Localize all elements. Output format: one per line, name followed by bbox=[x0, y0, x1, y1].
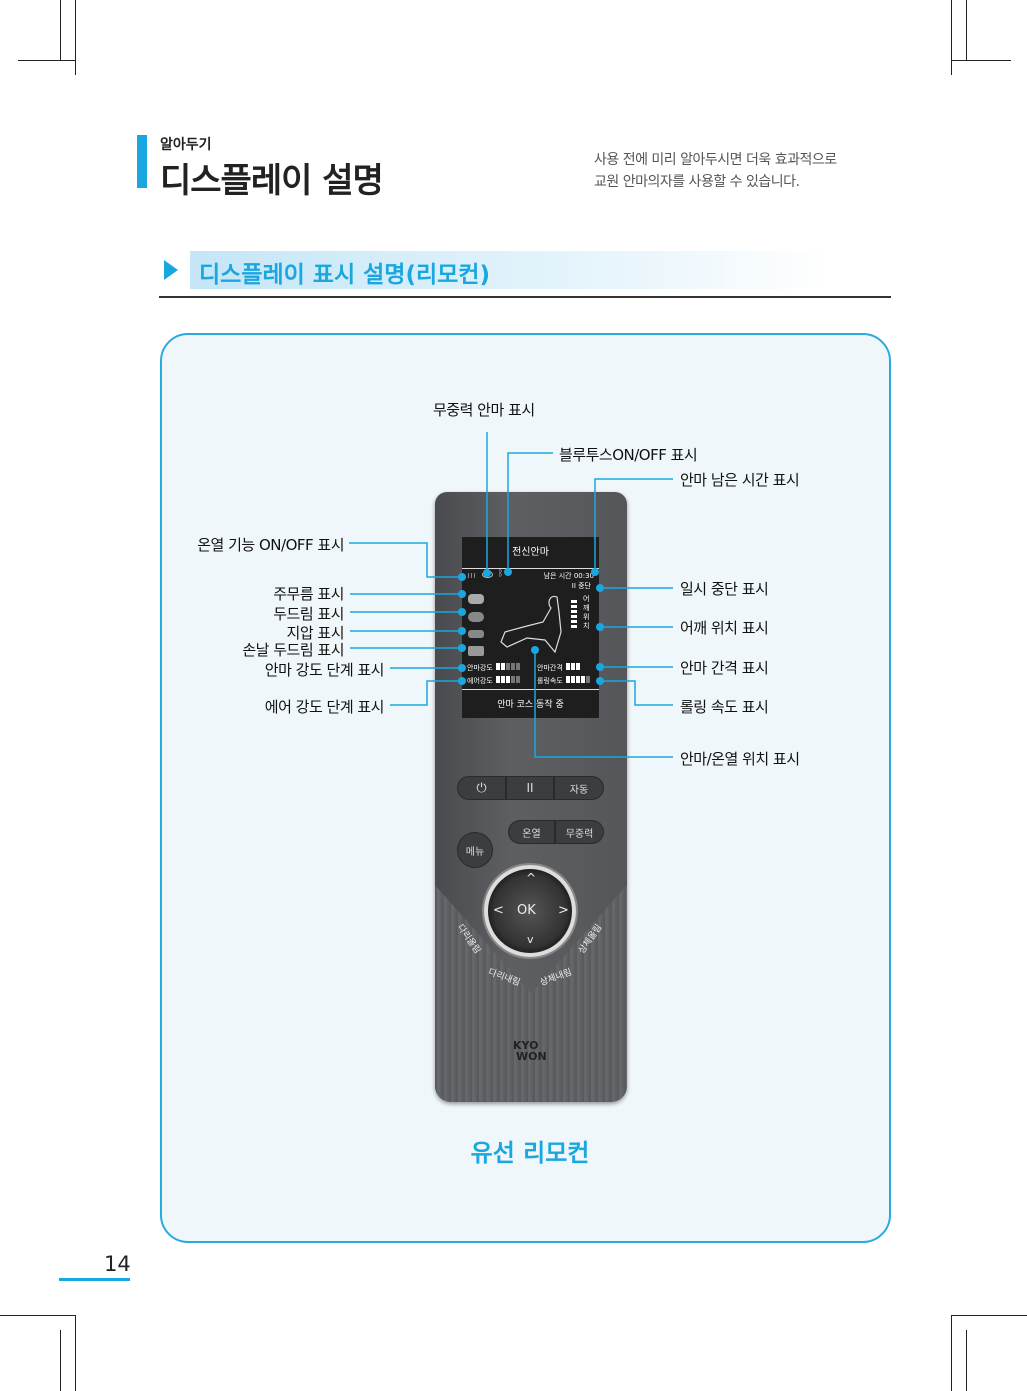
level-bar bbox=[516, 676, 520, 683]
page-number-underline bbox=[59, 1278, 130, 1281]
callout-heat: 온열 기능 ON/OFF 표시 bbox=[197, 536, 344, 554]
level-bar bbox=[581, 676, 585, 683]
title-accent-bar bbox=[137, 135, 147, 188]
wired-remote: 전신안마 ≀≀≀ ᛒ 남은 시간 00:30 II 중단 어깨위치 안마강도 에… bbox=[435, 492, 627, 1102]
level-bar bbox=[576, 676, 580, 683]
callout-bluetooth: 블루투스ON/OFF 표시 bbox=[559, 446, 698, 464]
callout-kneading: 주무름 표시 bbox=[273, 585, 344, 603]
level-bar bbox=[566, 663, 570, 670]
auto-button[interactable]: 자동 bbox=[554, 776, 604, 800]
shoulder-position-scale bbox=[571, 600, 577, 630]
interval-label: 안마간격 bbox=[537, 664, 563, 672]
kneading-icon bbox=[468, 594, 484, 604]
section-title: 디스플레이 표시 설명(리모컨) bbox=[199, 262, 490, 288]
air-intensity: 에어강도 bbox=[467, 676, 520, 686]
chair-figure-icon bbox=[500, 595, 562, 654]
callout-pause: 일시 중단 표시 bbox=[680, 580, 769, 598]
level-bar bbox=[511, 676, 515, 683]
heat-button[interactable]: 온열 bbox=[508, 820, 555, 844]
status-text: 안마 코스 동작 중 bbox=[497, 700, 564, 710]
mode-title: 전신안마 bbox=[512, 547, 549, 558]
level-bar bbox=[506, 663, 510, 670]
callout-air-intensity: 에어 강도 단계 표시 bbox=[264, 698, 385, 716]
level-bar bbox=[511, 663, 515, 670]
callout-rolling: 롤링 속도 표시 bbox=[680, 698, 769, 716]
section-title-band bbox=[190, 251, 830, 289]
level-bar bbox=[496, 676, 500, 683]
callout-tapping: 두드림 표시 bbox=[273, 605, 344, 623]
ok-button[interactable]: OK bbox=[517, 903, 536, 918]
massage-interval: 안마간격 bbox=[537, 663, 580, 673]
massage-intensity-label: 안마강도 bbox=[467, 664, 493, 672]
level-bar bbox=[571, 663, 575, 670]
remote-display: 전신안마 ≀≀≀ ᛒ 남은 시간 00:30 II 중단 어깨위치 안마강도 에… bbox=[462, 537, 599, 718]
level-bar bbox=[576, 663, 580, 670]
level-bar bbox=[496, 663, 500, 670]
air-intensity-label: 에어강도 bbox=[467, 677, 493, 685]
page-title: 디스플레이 설명 bbox=[160, 161, 384, 201]
massage-intensity: 안마강도 bbox=[467, 663, 520, 673]
level-bars bbox=[495, 663, 520, 672]
callout-zero-gravity: 무중력 안마 표시 bbox=[433, 401, 535, 419]
tapping-icon bbox=[468, 612, 484, 622]
callout-interval: 안마 간격 표시 bbox=[680, 659, 769, 677]
section-divider bbox=[159, 296, 891, 298]
level-bars bbox=[495, 676, 520, 685]
right-arrow-button[interactable]: > bbox=[558, 903, 569, 918]
page-number: 14 bbox=[104, 1252, 131, 1276]
callout-remaining-time: 안마 남은 시간 표시 bbox=[680, 471, 800, 489]
level-bar bbox=[501, 663, 505, 670]
level-bar bbox=[586, 676, 590, 683]
up-arrow-button[interactable]: ^ bbox=[526, 871, 537, 885]
chopping-icon bbox=[468, 646, 484, 656]
remaining-time: 남은 시간 00:30 bbox=[543, 572, 594, 580]
callout-position: 안마/온열 위치 표시 bbox=[680, 750, 800, 768]
level-bar bbox=[501, 676, 505, 683]
level-bar bbox=[516, 663, 520, 670]
section-arrow-icon bbox=[164, 260, 178, 280]
brand-line: KYO bbox=[513, 1039, 539, 1052]
level-bar bbox=[566, 676, 570, 683]
dpad[interactable]: ^ v < > OK bbox=[484, 865, 576, 957]
intro-line: 사용 전에 미리 알아두시면 더욱 효과적으로 bbox=[594, 152, 837, 168]
figure-caption: 유선 리모컨 bbox=[470, 1139, 590, 1167]
level-bar bbox=[571, 676, 575, 683]
level-bar bbox=[506, 676, 510, 683]
brand-line: WON bbox=[516, 1050, 547, 1063]
rolling-label: 롤링속도 bbox=[537, 677, 563, 685]
heat-icon: ≀≀≀ bbox=[467, 571, 476, 580]
level-bars bbox=[565, 663, 580, 672]
callout-shiatsu: 지압 표시 bbox=[286, 624, 345, 642]
intro-line: 교원 안마의자를 사용할 수 있습니다. bbox=[594, 174, 800, 190]
shiatsu-icon bbox=[468, 630, 484, 638]
zero-gravity-button[interactable]: 무중력 bbox=[555, 820, 604, 844]
shoulder-label: 어깨위치 bbox=[583, 595, 590, 630]
callout-shoulder: 어깨 위치 표시 bbox=[680, 619, 769, 637]
menu-button[interactable]: 메뉴 bbox=[457, 832, 493, 868]
left-arrow-button[interactable]: < bbox=[493, 903, 504, 918]
down-arrow-button[interactable]: v bbox=[527, 933, 534, 946]
intro-text: 사용 전에 미리 알아두시면 더욱 효과적으로 교원 안마의자를 사용할 수 있… bbox=[594, 149, 837, 193]
pause-button[interactable]: II bbox=[506, 776, 554, 800]
bluetooth-icon: ᛒ bbox=[498, 569, 504, 579]
category-label: 알아두기 bbox=[160, 137, 212, 153]
power-button[interactable]: ⏻ bbox=[457, 776, 506, 800]
level-bars bbox=[565, 676, 590, 685]
rolling-speed: 롤링속도 bbox=[537, 676, 590, 686]
pause-indicator: II 중단 bbox=[571, 582, 591, 590]
callout-massage-intensity: 안마 강도 단계 표시 bbox=[264, 661, 385, 679]
callout-chopping: 손날 두드림 표시 bbox=[242, 641, 344, 659]
